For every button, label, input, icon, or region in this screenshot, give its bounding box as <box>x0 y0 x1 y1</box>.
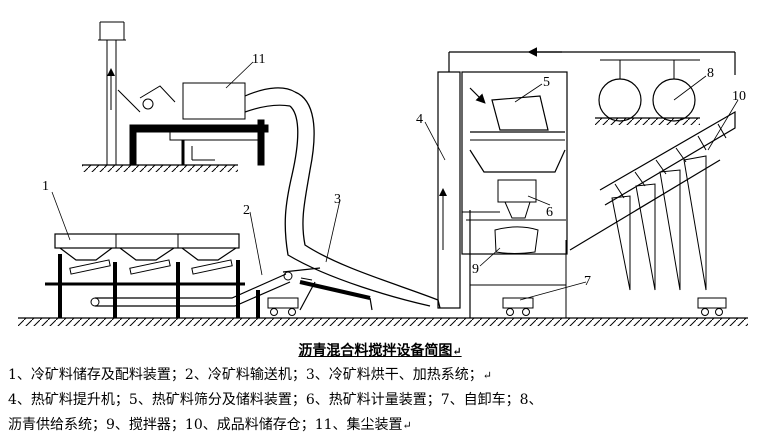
label-6: 6 <box>546 205 553 220</box>
label-7: 7 <box>584 274 591 289</box>
dust-collector <box>82 21 296 172</box>
legend-line-1: 1、冷矿料储存及配料装置；2、冷矿料输送机；3、冷矿料烘干、加热系统；↵ <box>8 366 756 385</box>
product-silos <box>569 110 736 316</box>
cold-bins <box>45 233 245 318</box>
label-10: 10 <box>732 89 746 104</box>
leader-lines <box>51 61 739 301</box>
mixing-tower <box>461 71 568 318</box>
legend-line-3: 沥青供给系统；9、搅拌器；10、成品料储存仓；11、集尘装置↵ <box>8 416 756 435</box>
dryer-system <box>282 91 441 311</box>
label-3: 3 <box>334 192 341 207</box>
legend-text-2: 4、热矿料提升机；5、热矿料筛分及储料装置；6、热矿料计量装置；7、自卸车；8、 <box>8 392 543 408</box>
label-9: 9 <box>472 262 479 277</box>
asphalt-tanks <box>595 59 700 125</box>
return-mark: ↵ <box>402 419 412 432</box>
label-2: 2 <box>243 203 250 218</box>
legend-text-3: 沥青供给系统；9、搅拌器；10、成品料储存仓；11、集尘装置 <box>8 417 403 433</box>
diagram-title-text: 沥青混合料搅拌设备简图 <box>298 343 453 359</box>
ground <box>18 317 748 326</box>
return-mark: ↵ <box>452 345 462 358</box>
label-8: 8 <box>707 66 714 81</box>
equipment-diagram: 1 2 3 4 5 6 7 8 9 10 11 <box>18 21 748 326</box>
label-5: 5 <box>543 75 550 90</box>
label-11: 11 <box>252 52 265 67</box>
diagram-title: 沥青混合料搅拌设备简图↵ <box>0 340 760 360</box>
legend-text-1: 1、冷矿料储存及配料装置；2、冷矿料输送机；3、冷矿料烘干、加热系统； <box>8 367 483 383</box>
label-4: 4 <box>416 112 423 127</box>
legend-line-2: 4、热矿料提升机；5、热矿料筛分及储料装置；6、热矿料计量装置；7、自卸车；8、 <box>8 391 756 409</box>
return-mark: ↵ <box>482 369 492 382</box>
cold-conveyor <box>90 271 299 318</box>
hot-elevator <box>437 47 736 309</box>
label-1: 1 <box>42 179 49 194</box>
